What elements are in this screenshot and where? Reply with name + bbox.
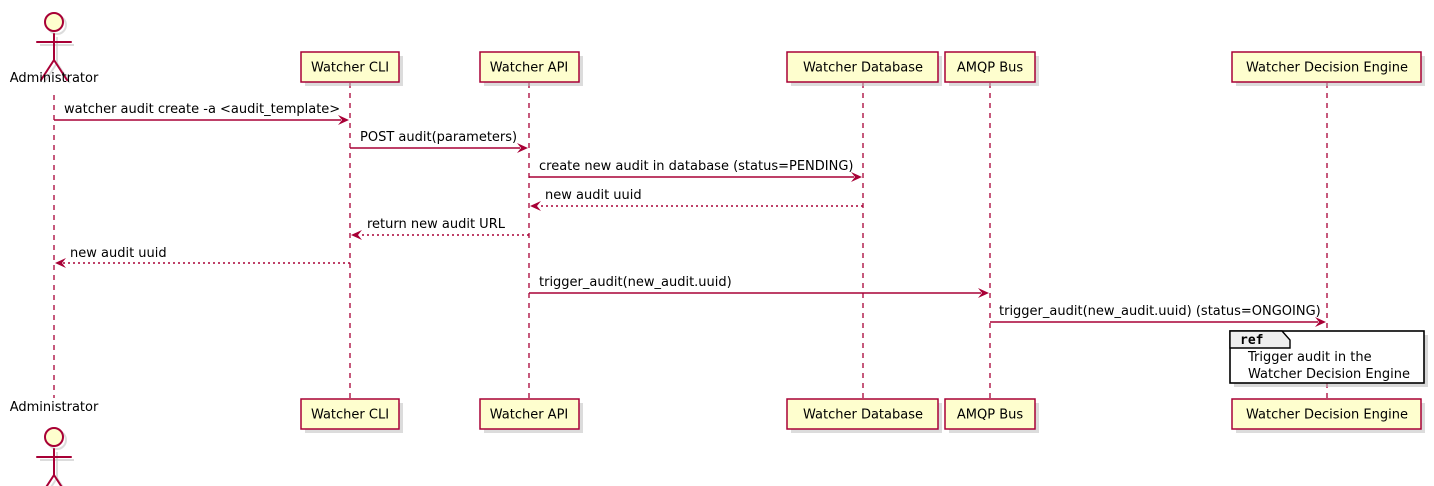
actor-shadow — [43, 62, 58, 84]
message-label: return new audit URL — [367, 217, 506, 232]
participant-box-rect[interactable] — [786, 51, 939, 83]
participant-box-wde[interactable]: Watcher Decision Engine — [1231, 398, 1425, 433]
participant-box-rect[interactable] — [300, 51, 400, 83]
message-arrowhead — [851, 172, 862, 182]
actor-shadow — [50, 477, 58, 486]
message-label: watcher audit create -a <audit_template> — [64, 102, 340, 117]
message-arrowhead — [55, 258, 66, 268]
actor-label-admin: Administrator — [10, 400, 99, 415]
participant-box-rect[interactable] — [479, 51, 580, 83]
actor-head — [44, 12, 64, 32]
participant-label-api: Watcher API — [490, 408, 569, 423]
participant-box-api[interactable]: Watcher API — [479, 398, 583, 433]
participant-box-amqp[interactable]: AMQP Bus — [944, 51, 1039, 86]
actor-label-admin: Administrator — [10, 71, 99, 86]
message-arrowhead — [351, 230, 362, 240]
participant-box-rect[interactable] — [1231, 51, 1422, 83]
message-4[interactable]: new audit uuid — [530, 188, 863, 211]
participant-box-api[interactable]: Watcher API — [479, 51, 583, 86]
participant-label-api: Watcher API — [490, 61, 569, 76]
participant-box-rect[interactable] — [944, 51, 1036, 83]
message-label: new audit uuid — [70, 246, 167, 261]
participant-label-db: Watcher Database — [803, 61, 923, 76]
message-3[interactable]: create new audit in database (status=PEN… — [529, 159, 862, 182]
actor-admin[interactable]: Administrator — [10, 400, 99, 486]
message-label: trigger_audit(new_audit.uuid) — [539, 275, 732, 290]
actor-body — [53, 474, 63, 486]
participant-box-db[interactable]: Watcher Database — [786, 51, 942, 86]
message-arrowhead — [1315, 317, 1326, 327]
message-8[interactable]: trigger_audit(new_audit.uuid) (status=ON… — [990, 304, 1326, 327]
participant-box-amqp[interactable]: AMQP Bus — [944, 398, 1039, 433]
participant-box-cli[interactable]: Watcher CLI — [300, 398, 403, 433]
participant-box-rect[interactable] — [786, 398, 939, 430]
participant-box-wde[interactable]: Watcher Decision Engine — [1231, 51, 1425, 86]
actor-body — [40, 59, 55, 81]
participant-label-wde: Watcher Decision Engine — [1246, 61, 1408, 76]
message-label: create new audit in database (status=PEN… — [539, 159, 854, 174]
message-2[interactable]: POST audit(parameters) — [350, 130, 528, 153]
participant-label-amqp: AMQP Bus — [957, 408, 1023, 423]
message-arrowhead — [338, 115, 349, 125]
message-6[interactable]: new audit uuid — [55, 246, 350, 268]
actor-body — [53, 59, 68, 81]
message-label: new audit uuid — [545, 188, 642, 203]
participant-box-rect[interactable] — [479, 398, 580, 430]
participant-label-cli: Watcher CLI — [311, 408, 389, 423]
participant-box-db[interactable]: Watcher Database — [786, 398, 942, 433]
participant-box-cli[interactable]: Watcher CLI — [300, 51, 403, 86]
message-7[interactable]: trigger_audit(new_audit.uuid) — [529, 275, 989, 298]
participant-label-wde: Watcher Decision Engine — [1246, 408, 1408, 423]
message-1[interactable]: watcher audit create -a <audit_template> — [54, 102, 349, 125]
message-label: POST audit(parameters) — [360, 130, 517, 145]
message-5[interactable]: return new audit URL — [351, 217, 529, 240]
fragment-tab — [1229, 330, 1291, 349]
participant-box-rect[interactable] — [944, 398, 1036, 430]
actor-admin[interactable]: Administrator — [10, 12, 99, 86]
message-arrowhead — [978, 288, 989, 298]
participant-label-db: Watcher Database — [803, 408, 923, 423]
fragment-text-line: Trigger audit in the — [1247, 350, 1372, 365]
participant-label-amqp: AMQP Bus — [957, 61, 1023, 76]
message-arrowhead — [530, 201, 541, 211]
message-arrowhead — [517, 143, 528, 153]
message-label: trigger_audit(new_audit.uuid) (status=ON… — [999, 304, 1321, 319]
actor-body — [45, 474, 55, 486]
fragment-tab-label: ref — [1240, 333, 1263, 348]
actor-head — [44, 427, 64, 447]
fragment-text-line: Watcher Decision Engine — [1248, 367, 1410, 382]
participant-box-rect[interactable] — [1231, 398, 1422, 430]
participant-label-cli: Watcher CLI — [311, 61, 389, 76]
participant-box-rect[interactable] — [300, 398, 400, 430]
